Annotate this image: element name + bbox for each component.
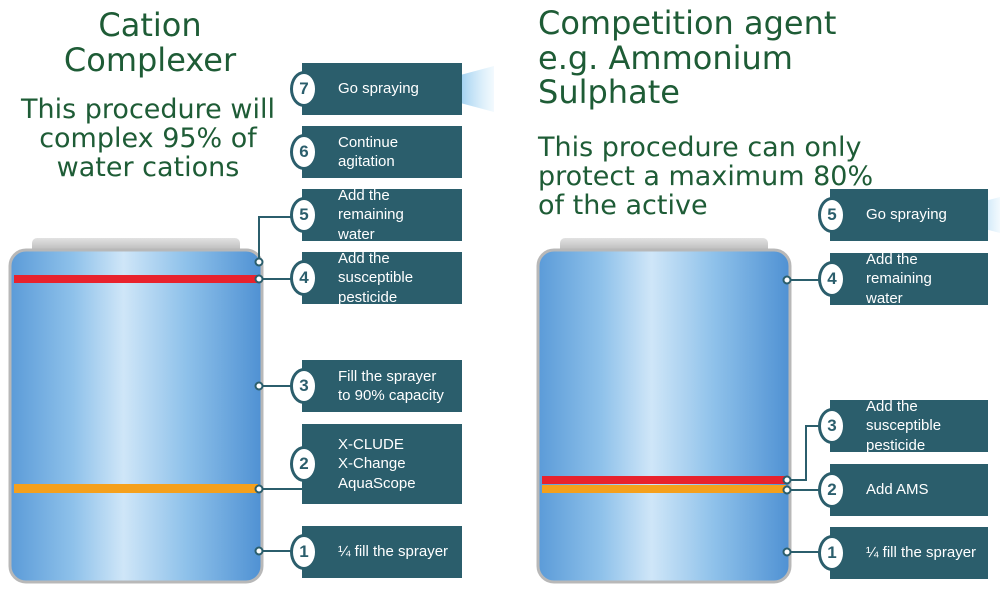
left-dot-4 [254, 274, 264, 284]
step-label: Go spraying [338, 80, 419, 98]
step-label: Add the susceptible pesticide [866, 398, 942, 454]
right-connector-dots [782, 275, 792, 557]
right-step-5: 5 Go spraying [818, 189, 988, 241]
left-step-2: 2 X-CLUDE X-Change AquaScope [290, 424, 462, 504]
left-step-5: 5 Add the remaining water [290, 187, 462, 243]
step-number-badge: 5 [818, 197, 846, 233]
step-label: Fill the sprayer to 90% capacity [338, 367, 444, 404]
left-band-orange [14, 484, 258, 493]
step-number-badge: 4 [290, 260, 318, 296]
step-label: ¼ fill the sprayer [866, 544, 977, 562]
left-step-1: 1 ¼ fill the sprayer [290, 526, 462, 578]
right-step-3: 3 Add the susceptible pesticide [818, 398, 988, 454]
right-step-2: 2 Add AMS [818, 464, 988, 516]
step-number-badge: 3 [818, 408, 846, 444]
step-number-badge: 1 [290, 534, 318, 570]
left-tank-body [8, 248, 264, 584]
step-label: X-CLUDE X-Change AquaScope [338, 436, 416, 492]
step-number-badge: 7 [290, 71, 318, 107]
right-title: Competition agent e.g. Ammonium Sulphate [538, 4, 837, 112]
right-step-1: 1 ¼ fill the sprayer [818, 527, 988, 579]
step-number-badge: 6 [290, 134, 318, 170]
right-step-4: 4 Add the remaining water [818, 251, 988, 307]
step-label: Go spraying [866, 206, 947, 224]
right-dot-2 [782, 485, 792, 495]
left-dot-5 [254, 257, 264, 267]
left-title: Cation Complexer [63, 6, 237, 79]
left-tank [8, 238, 264, 584]
step-label: ¼ fill the sprayer [338, 543, 449, 561]
step-label: Add the remaining water [338, 187, 404, 243]
right-band-red [542, 476, 786, 484]
step-label: Add the remaining water [866, 251, 932, 307]
left-connector-5 [258, 216, 302, 262]
left-dot-1 [254, 546, 264, 556]
left-step-6: 6 Continue agitation [290, 126, 462, 178]
step-label: Add AMS [866, 481, 929, 499]
step-number-badge: 4 [818, 261, 846, 297]
step-number-badge: 2 [818, 472, 846, 508]
right-tank [536, 238, 792, 584]
right-subtitle: This procedure can only protect a maximu… [538, 132, 874, 221]
step-label: Add the susceptible pesticide [338, 250, 414, 306]
step-number-badge: 2 [290, 446, 318, 482]
left-subtitle: This procedure will complex 95% of water… [21, 94, 275, 183]
left-band-red [14, 275, 258, 283]
left-step-4: 4 Add the susceptible pesticide [290, 250, 462, 306]
step-number-badge: 1 [818, 535, 846, 571]
right-dot-1 [782, 547, 792, 557]
left-dot-2 [254, 484, 264, 494]
left-step-3: 3 Fill the sprayer to 90% capacity [290, 360, 462, 412]
right-dot-4 [782, 275, 792, 285]
right-band-orange [542, 485, 786, 493]
left-connector-dots [254, 257, 264, 556]
right-dot-3 [782, 475, 792, 485]
step-number-badge: 5 [290, 197, 318, 233]
left-step-7: 7 Go spraying [290, 63, 462, 115]
step-number-badge: 3 [290, 368, 318, 404]
right-tank-body [536, 248, 792, 584]
step-label: Continue agitation [338, 133, 399, 170]
left-dot-3 [254, 381, 264, 391]
